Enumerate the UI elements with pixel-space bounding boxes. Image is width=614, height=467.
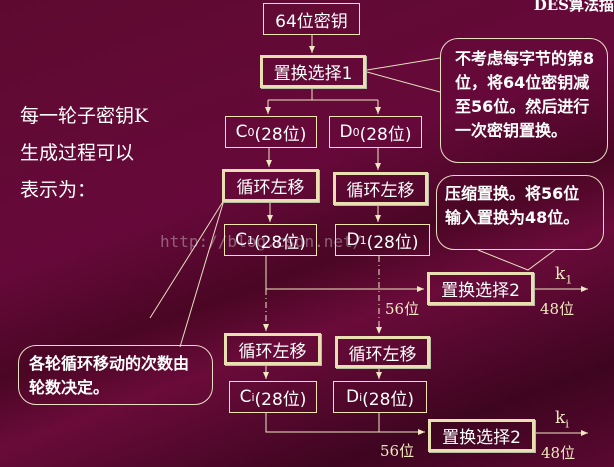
intro-text: 每一轮子密钥K 生成过程可以 表示为： <box>20 98 148 209</box>
pc2-callout: 压缩置换。将56位输入置换为48位。 <box>436 175 604 250</box>
bits-56-label: 56位 <box>385 300 420 318</box>
pc1-callout: 不考虑每字节的第8位，将64位密钥减至56位。然后进行一次密钥置换。 <box>440 38 608 163</box>
k1-label: k1 <box>555 264 572 286</box>
bits-48-label: 48位 <box>541 444 576 462</box>
c-label: C <box>239 387 252 407</box>
intro-line: 生成过程可以 <box>20 142 135 164</box>
bits-label: (28位) <box>254 124 307 145</box>
shift-left-box: 循环左移 <box>335 336 430 368</box>
c-sub: 1 <box>246 233 254 247</box>
shift-left-box: 循环左移 <box>224 333 321 365</box>
d-label: D <box>345 387 360 407</box>
d-label: D <box>339 122 353 142</box>
intro-line: 每一轮子密钥K <box>20 105 149 127</box>
shift-callout: 各轮循环移动的次数由轮数决定。 <box>18 345 213 405</box>
k-label: k <box>555 408 566 428</box>
bits-label: (28位) <box>366 232 419 253</box>
k-label: k <box>555 264 566 284</box>
bits-label: (28位) <box>253 232 306 253</box>
key-64-box: 64位密钥 <box>263 3 360 35</box>
d-sub: i <box>359 390 363 404</box>
c-sub: 0 <box>247 125 255 139</box>
bits-label: (28位) <box>362 389 415 410</box>
ki-label: ki <box>555 408 569 430</box>
intro-line: 表示为： <box>20 179 97 201</box>
k-sub: i <box>565 417 569 431</box>
d-sub: 1 <box>359 233 367 247</box>
bits-label: (28位) <box>254 389 307 410</box>
shift-left-box: 循环左移 <box>222 169 319 202</box>
bits-48-label: 48位 <box>540 300 575 318</box>
shift-left-box: 循环左移 <box>333 172 428 205</box>
bits-label: (28位) <box>359 124 412 145</box>
slide-title: DES算法描 <box>533 0 614 14</box>
c-sub: i <box>251 390 255 404</box>
k-sub: 1 <box>565 273 573 287</box>
pc2-box: 置换选择2 <box>427 272 534 305</box>
c-label: C <box>235 230 247 250</box>
c-label: C <box>235 122 248 142</box>
pc1-box: 置换选择1 <box>260 55 366 88</box>
bits-56-label: 56位 <box>380 442 415 460</box>
watermark: http://blog.csdn.net/ <box>160 232 363 251</box>
d-label: D <box>346 230 360 250</box>
d-sub: 0 <box>352 125 360 139</box>
pc2-box: 置换选择2 <box>428 419 535 452</box>
